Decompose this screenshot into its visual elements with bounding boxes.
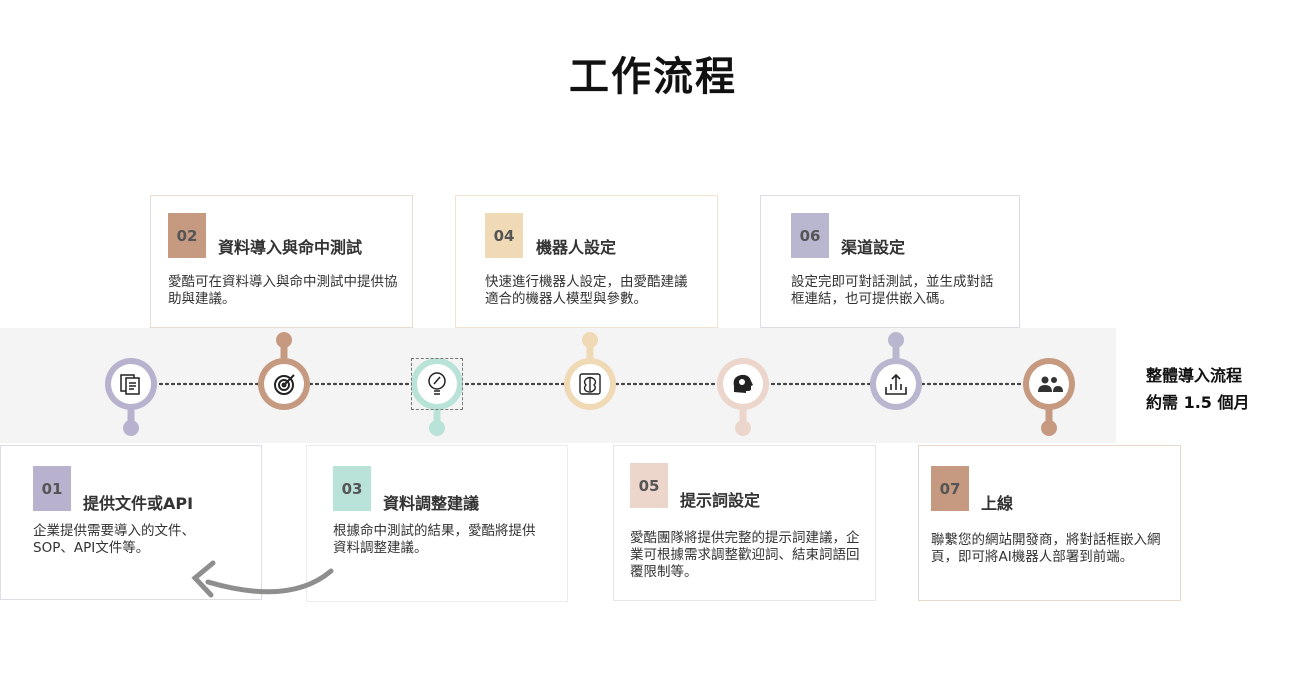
group-icon (1038, 376, 1063, 392)
duration-line-1: 整體導入流程 (1146, 366, 1243, 385)
step-number: 02 (168, 213, 206, 258)
step-description: 愛酷團隊將提供完整的提示詞建議，企業可根據需求調整歡迎詞、結束詞語回覆限制等。 (630, 530, 860, 580)
step-number: 06 (791, 213, 829, 258)
step-description: 設定完即可對話測試，並生成對話框連結，也可提供嵌入碼。 (791, 274, 994, 307)
step-pin-05 (717, 358, 769, 436)
step-number: 05 (630, 463, 668, 508)
step-description: 企業提供需要導入的文件、SOP、API文件等。 (33, 523, 195, 556)
step-pin-02 (258, 332, 310, 410)
document-icon (120, 374, 140, 395)
step-description: 聯繫您的網站開發商，將對話框嵌入網頁，即可將AI機器人部署到前端。 (931, 532, 1161, 565)
step-title: 上線 (981, 494, 1014, 513)
step-number: 07 (931, 466, 969, 511)
total-duration-note: 整體導入流程 約需 1.5 個月 (1146, 362, 1250, 416)
step-pin-06 (870, 332, 922, 410)
upload-icon (885, 373, 907, 395)
step-description: 快速進行機器人設定，由愛酷建議適合的機器人模型與參數。 (485, 274, 688, 307)
step-card-01: 01 提供文件或API 企業提供需要導入的文件、SOP、API文件等。 (0, 445, 262, 600)
page-title: 工作流程 (569, 54, 737, 100)
step-card-05: 05 提示詞設定 愛酷團隊將提供完整的提示詞建議，企業可根據需求調整歡迎詞、結束… (613, 445, 876, 601)
step-number: 03 (333, 466, 371, 511)
step-number: 04 (485, 213, 523, 258)
step-card-04: 04 機器人設定 快速進行機器人設定，由愛酷建議適合的機器人模型與參數。 (455, 195, 718, 328)
timeline-band (0, 328, 1116, 443)
step-pin-04 (564, 332, 616, 410)
duration-line-2: 約需 1.5 個月 (1146, 393, 1250, 412)
step-pin-03 (411, 358, 463, 436)
step-title: 機器人設定 (536, 238, 617, 257)
step-card-03: 03 資料調整建議 根據命中測試的結果，愛酷將提供資料調整建議。 (306, 445, 568, 602)
lightbulb-icon (428, 372, 446, 395)
brain-chip-icon (579, 373, 601, 395)
step-number: 01 (33, 466, 71, 511)
step-card-07: 07 上線 聯繫您的網站開發商，將對話框嵌入網頁，即可將AI機器人部署到前端。 (918, 445, 1181, 601)
step-title: 資料導入與命中測試 (218, 238, 363, 257)
head-profile-icon (733, 374, 753, 393)
target-icon (274, 374, 295, 395)
step-card-06: 06 渠道設定 設定完即可對話測試，並生成對話框連結，也可提供嵌入碼。 (760, 195, 1020, 328)
step-title: 資料調整建議 (383, 494, 480, 513)
step-title: 提示詞設定 (680, 491, 761, 510)
curved-arrow (191, 560, 334, 598)
step-title: 渠道設定 (841, 238, 906, 257)
step-title: 提供文件或API (83, 494, 194, 513)
step-pin-01 (105, 358, 157, 436)
selection-box[interactable] (411, 358, 463, 410)
step-pin-07 (1023, 358, 1075, 436)
step-description: 根據命中測試的結果，愛酷將提供資料調整建議。 (333, 523, 536, 556)
step-card-02: 02 資料導入與命中測試 愛酷可在資料導入與命中測試中提供協助與建議。 (150, 195, 413, 328)
step-description: 愛酷可在資料導入與命中測試中提供協助與建議。 (168, 274, 398, 307)
